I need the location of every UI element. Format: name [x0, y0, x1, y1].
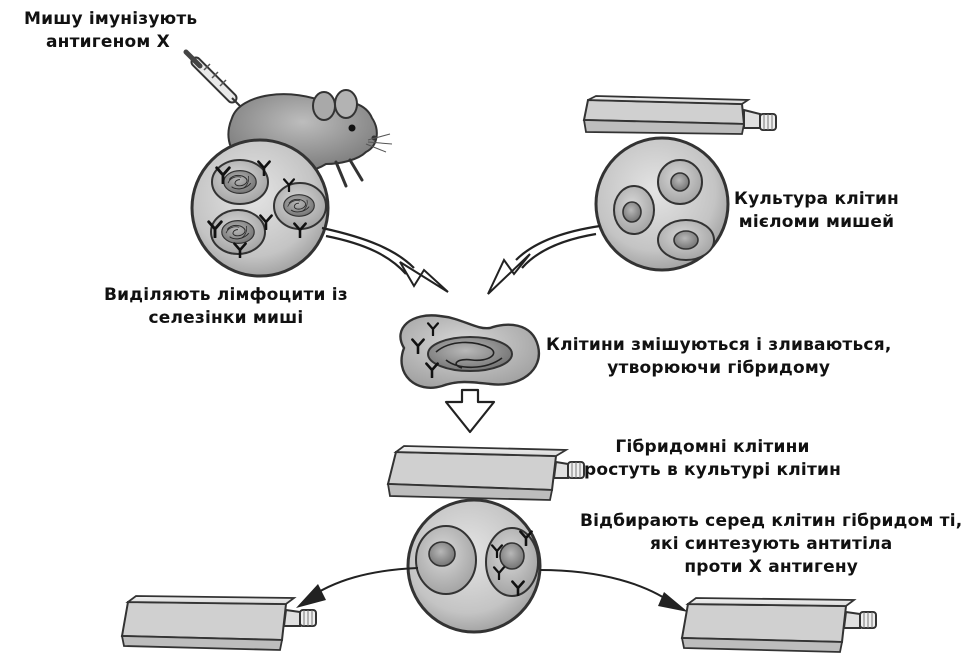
- label-select-line1: Відбирають серед клітин гібридом ті,: [580, 510, 962, 533]
- label-isolate-line1: Виділяють лімфоцити із: [104, 284, 348, 307]
- label-myeloma-line1: Культура клітин: [734, 188, 899, 211]
- hybridoma-cell: [400, 315, 538, 387]
- label-select: Відбирають серед клітин гібридом ті, які…: [580, 510, 962, 579]
- label-immunize: Мишу імунізують антигеном Х: [24, 8, 197, 54]
- label-immunize-line2: антигеном Х: [24, 31, 197, 54]
- hybridoma-circle: [408, 500, 540, 632]
- label-select-line2: які синтезують антитіла: [580, 533, 962, 556]
- lymphocyte-circle: [192, 140, 328, 276]
- myeloma-circle: [596, 138, 728, 270]
- label-fuse-line1: Клітини змішуються і зливаються,: [546, 334, 892, 357]
- label-fuse: Клітини змішуються і зливаються, утворюю…: [546, 334, 892, 380]
- label-select-line3: проти Х антигену: [580, 556, 962, 579]
- syringe-icon: [186, 52, 246, 112]
- label-grow-line2: ростуть в культурі клітин: [584, 459, 841, 482]
- down-arrow-icon: [446, 390, 494, 432]
- label-immunize-line1: Мишу імунізують: [24, 8, 197, 31]
- label-fuse-line2: утворюючи гібридому: [546, 357, 892, 380]
- hybridoma-flask-icon: [388, 446, 584, 500]
- arrow-lymphocytes-to-fusion: [322, 228, 448, 292]
- label-myeloma: Культура клітин мієломи мишей: [734, 188, 899, 234]
- right-flask-icon: [682, 598, 876, 652]
- label-grow: Гібридомні клітини ростуть в культурі кл…: [584, 436, 841, 482]
- myeloma-flask-icon: [584, 96, 776, 134]
- left-flask-icon: [122, 596, 316, 650]
- label-isolate-line2: селезінки миші: [104, 307, 348, 330]
- arrow-myeloma-to-fusion: [488, 226, 600, 294]
- arrow-to-left-flask: [296, 568, 418, 608]
- label-isolate: Виділяють лімфоцити із селезінки миші: [104, 284, 348, 330]
- label-myeloma-line2: мієломи мишей: [734, 211, 899, 234]
- label-grow-line1: Гібридомні клітини: [584, 436, 841, 459]
